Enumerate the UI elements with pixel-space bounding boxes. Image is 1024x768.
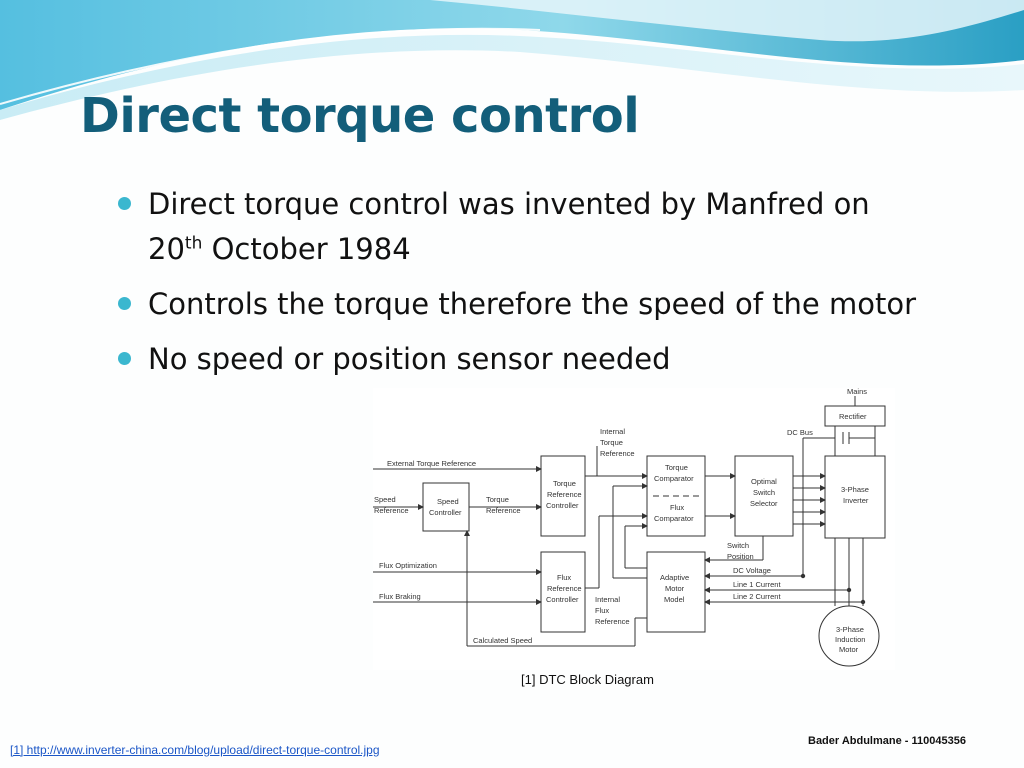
torque-reference-controller-block <box>540 455 586 537</box>
bullet-text: Controls the torque therefore the speed … <box>148 287 917 321</box>
author-footer: Bader Abdulmane - 110045356 <box>808 735 966 747</box>
bullet-dot-icon <box>118 197 131 210</box>
label-calculated-speed: Calculated Speed <box>473 636 532 645</box>
label-optimal-switch-selector: Optimal Switch Selector <box>750 477 779 508</box>
bullet-item: Direct torque control was invented by Ma… <box>118 182 1018 272</box>
label-mains: Mains <box>847 388 867 396</box>
label-flux-optimization: Flux Optimization <box>379 561 437 570</box>
label-adaptive-motor-model: Adaptive Motor Model <box>660 573 691 604</box>
header-wave-decoration <box>0 0 1024 120</box>
diagram-caption: [1] DTC Block Diagram <box>521 672 654 687</box>
label-flux-reference-controller: Flux Reference Controller <box>546 573 584 604</box>
label-torque-reference-controller: Torque Reference Controller <box>546 479 584 510</box>
label-rectifier: Rectifier <box>839 412 867 421</box>
label-internal-flux-reference: Internal Flux Reference <box>595 595 630 626</box>
label-external-torque-reference: External Torque Reference <box>387 459 476 468</box>
bullet-text: No speed or position sensor needed <box>148 342 671 376</box>
bullet-text: Direct torque control was invented by Ma… <box>148 187 870 221</box>
bullet-item: Controls the torque therefore the speed … <box>118 282 1018 327</box>
dtc-block-diagram: Mains Rectifier DC Bus Internal Torque R… <box>373 388 895 670</box>
bullet-item: No speed or position sensor needed <box>118 337 1018 382</box>
label-torque-comparator: Torque Comparator <box>654 463 694 483</box>
label-dc-voltage: DC Voltage <box>733 566 771 575</box>
adaptive-motor-model-block <box>646 551 706 633</box>
bullet-list: Direct torque control was invented by Ma… <box>118 182 1018 392</box>
label-dc-bus: DC Bus <box>787 428 813 437</box>
bullet-dot-icon <box>118 352 131 365</box>
bullet-text-date-prefix: 20 <box>148 232 185 266</box>
label-torque-reference: Torque Reference <box>486 495 521 515</box>
label-line1-current: Line 1 Current <box>733 580 781 589</box>
source-link[interactable]: [1] http://www.inverter-china.com/blog/u… <box>10 743 380 757</box>
label-flux-comparator: Flux Comparator <box>654 503 694 523</box>
speed-controller-block <box>422 482 470 532</box>
bullet-text-date-suffix: October 1984 <box>202 232 411 266</box>
label-internal-torque-reference: Internal Torque Reference <box>600 427 635 458</box>
optimal-switch-selector-block <box>734 455 794 537</box>
inverter-block <box>824 455 886 539</box>
label-speed-reference: Speed Reference <box>374 495 409 515</box>
flux-reference-controller-block <box>540 551 586 633</box>
label-line2-current: Line 2 Current <box>733 592 781 601</box>
ordinal-superscript: th <box>184 233 203 254</box>
label-flux-braking: Flux Braking <box>379 592 421 601</box>
label-speed-controller: Speed Controller <box>429 497 462 517</box>
label-induction-motor: 3-Phase Induction Motor <box>835 625 868 654</box>
bullet-dot-icon <box>118 297 131 310</box>
label-switch-position: Switch Position <box>727 541 754 561</box>
label-3-phase-inverter: 3-Phase Inverter <box>841 485 871 505</box>
slide-title: Direct torque control <box>80 88 640 144</box>
